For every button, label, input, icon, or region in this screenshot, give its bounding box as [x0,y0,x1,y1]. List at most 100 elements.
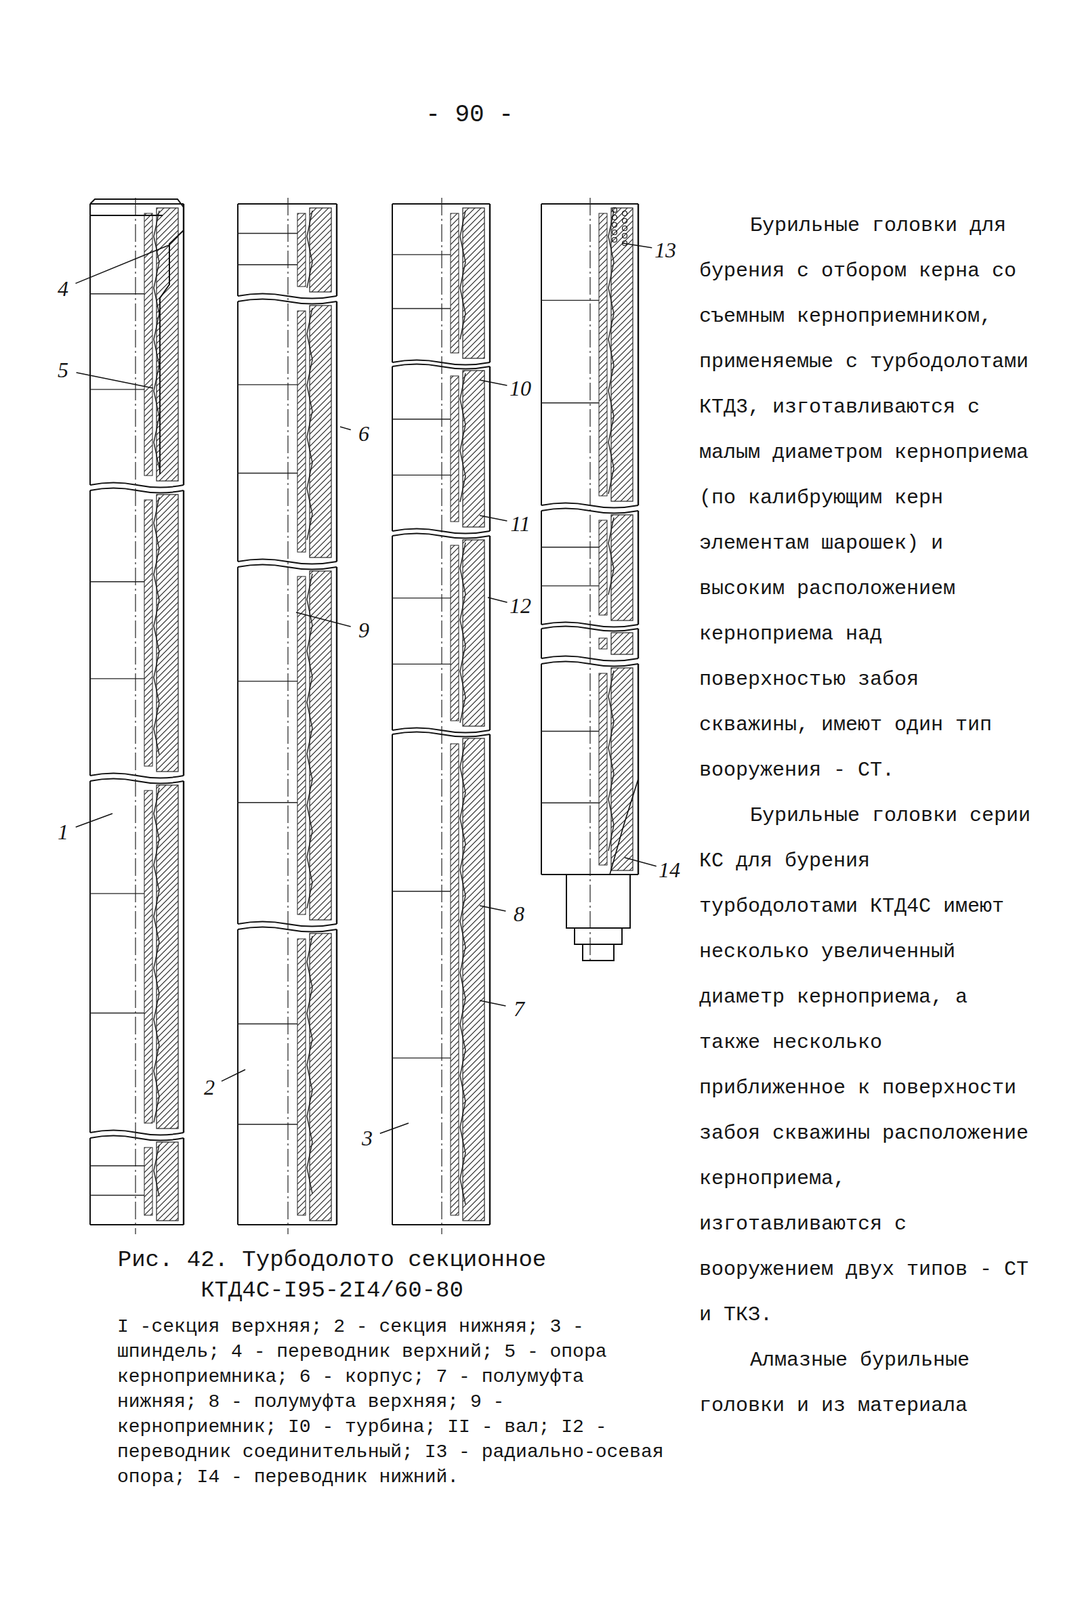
section-piece [237,203,337,299]
outline [237,301,239,562]
outline [540,510,543,625]
break-line [392,364,490,370]
page-number: - 90 - [425,100,514,129]
outline [540,663,543,875]
section-piece [237,927,337,1226]
spindle-nose [566,874,631,961]
hatched-wall [462,540,485,727]
callout-number: 5 [56,358,70,382]
joint-line [237,1023,298,1025]
shaft-strip [598,213,608,496]
hatched-wall [611,514,633,621]
break-line [90,779,184,784]
callout-number: 14 [657,858,682,882]
hatched-wall [611,632,633,655]
leader-line [622,243,652,248]
shaft-strip [297,310,306,553]
break-line [90,1130,184,1136]
outline [237,203,337,205]
bearing-ball [612,208,618,213]
break-line [237,922,337,927]
upper-sub-profile [90,199,184,475]
shaft-strip [144,1147,153,1216]
bearing-ball [622,233,628,239]
outline [392,203,490,205]
outline [237,1224,337,1226]
callout-number: 4 [56,277,70,301]
blade-profile [153,787,160,1123]
leader-lines [75,243,657,1134]
outline [89,781,91,1133]
blade-profile [306,210,313,288]
outline [90,1224,184,1226]
shaft-strip [450,545,459,721]
outline [392,1224,490,1226]
shaft-strip [297,213,306,287]
joint-line [237,472,298,474]
joint-line [541,802,599,804]
hatched-wall [156,494,179,772]
hatched-wall [462,208,485,359]
outline [391,203,393,363]
joint-line [90,293,145,295]
outline [489,535,491,731]
body-paragraph: Бурильные головки серии КС для бурения т… [699,793,1033,1339]
blade-profile [608,210,614,494]
hatched-wall [611,668,633,871]
outline [540,203,543,506]
bearing-ball [622,211,628,217]
outline [182,490,185,776]
leader-line [487,597,508,603]
leader-line [479,905,506,912]
axis-line [287,197,288,1235]
shaft-strip [144,790,153,1124]
hatched-wall [309,933,332,1221]
leader-line [221,1069,246,1082]
turbodrill-section [237,197,337,1235]
turbodrill-section [392,197,490,1235]
callout-number: 8 [512,902,526,926]
axis-line [134,197,136,1235]
bearing-ball [622,226,628,232]
turbodrill-section [541,197,639,963]
break-line [237,299,337,305]
blade-profile [153,1145,160,1197]
joint-line [90,892,145,894]
leader-line [380,1123,409,1134]
joint-line [237,384,298,385]
shaft-strip [450,376,459,522]
axis-line [441,197,442,1235]
joint-line [90,581,145,583]
shaft-strip [598,673,608,866]
section-piece [392,364,490,534]
callout-number: 1 [56,820,70,844]
outline [637,510,639,625]
outline [637,203,639,506]
break-line [90,488,184,494]
bearing-ball [612,230,618,236]
hatched-wall [309,571,332,921]
blade-profile [306,573,313,909]
outline [489,366,491,532]
break-line [90,1136,184,1141]
leader-line [76,372,154,389]
blade-profile [306,936,313,1194]
blade-profile [608,670,614,851]
leader-line [624,857,657,867]
shaft-strip [297,576,306,915]
outline [391,734,393,1225]
joint-line [237,1124,298,1125]
section-piece [392,732,490,1226]
joint-line [237,802,298,803]
blade-profile [460,542,466,723]
outline [89,490,91,776]
joint-line [90,388,145,390]
break-line [392,533,490,539]
outline [89,1138,91,1225]
joint-line [541,402,599,404]
joint-line [541,585,599,587]
shaft-strip [598,520,608,616]
callout-number: 13 [653,238,678,262]
bearing-ball [612,237,618,243]
break-line [237,927,337,933]
